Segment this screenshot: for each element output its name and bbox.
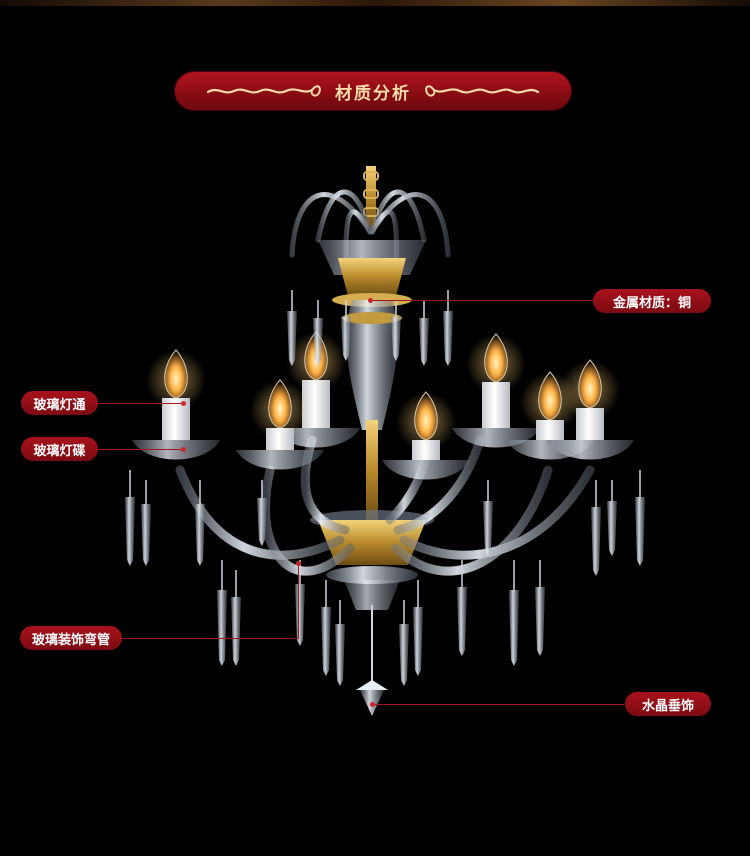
glass-tube <box>576 408 604 440</box>
crystal-pendant <box>635 497 645 566</box>
flame-bulb <box>164 349 188 399</box>
crystal-pendant <box>231 597 241 666</box>
crystal-pendant <box>509 590 519 666</box>
glass-dish-leader-line <box>98 449 184 450</box>
glass-tube <box>482 382 510 428</box>
crystal-drop-leader-dot <box>370 702 375 707</box>
crystal-pendant <box>257 498 267 546</box>
glass-dish <box>236 450 324 470</box>
glass-dish <box>546 440 634 460</box>
glass-arms <box>175 435 595 576</box>
metal-leader-dot <box>368 298 373 303</box>
top-decor-strip <box>0 0 750 6</box>
glass-tube-leader-line <box>98 403 184 404</box>
label-glass-tube: 玻璃灯通 <box>21 391 98 415</box>
crystal-pendant <box>195 504 205 566</box>
crystal-pendant <box>535 587 545 656</box>
crystal-pendant <box>287 311 297 366</box>
crystal-pendant <box>313 318 323 366</box>
flame-bulb <box>484 333 508 383</box>
crystal-pendant <box>125 497 135 566</box>
section-title-banner: 材质分析 <box>174 71 572 111</box>
glass-arm-leader-vertical <box>298 563 299 639</box>
crystal-pendant <box>141 504 151 566</box>
crystal-pendant <box>483 501 493 556</box>
crystal-pendant <box>335 624 345 686</box>
glass-tube <box>412 440 440 460</box>
flame-bulb <box>538 371 562 421</box>
flame-bulb <box>268 379 292 429</box>
glass-tube <box>536 420 564 440</box>
bottom-crystal-drop <box>356 605 388 716</box>
crystal-drop-leader-line <box>372 704 624 705</box>
glass-dish-leader-dot <box>181 447 186 452</box>
crystal-pendant <box>295 584 305 646</box>
crystal-pendant <box>341 316 351 361</box>
flame-bulb <box>414 391 438 441</box>
crystal-pendant <box>591 507 601 576</box>
crystal-pendant <box>607 501 617 556</box>
candle-group <box>132 331 634 480</box>
glass-tube-leader-dot <box>181 401 186 406</box>
crystal-pendant <box>217 590 227 666</box>
label-crystal-drop: 水晶垂饰 <box>625 692 711 716</box>
crystal-pendant <box>443 311 453 366</box>
crown-bowl <box>318 240 426 307</box>
crystal-pendant <box>419 318 429 366</box>
right-ornament-icon <box>425 85 540 97</box>
glass-dish <box>382 460 470 480</box>
crown-arches <box>289 189 451 268</box>
glass-arm-leader-line <box>122 638 298 639</box>
section-title: 材质分析 <box>335 83 411 104</box>
metal-leader-line <box>370 300 594 301</box>
label-metal-material: 金属材质：铜 <box>593 289 711 313</box>
label-glass-arm: 玻璃装饰弯管 <box>20 626 122 650</box>
left-ornament-icon <box>206 85 321 97</box>
crystal-pendant <box>391 316 401 361</box>
label-glass-dish: 玻璃灯碟 <box>21 437 98 461</box>
glass-tube <box>266 428 294 450</box>
crystal-pendant <box>399 624 409 686</box>
crystal-pendant <box>457 587 467 656</box>
central-stem <box>342 300 402 520</box>
crystal-pendants <box>125 290 645 686</box>
flame-bulb <box>578 359 602 409</box>
crystal-pendant <box>321 607 331 676</box>
crystal-pendant <box>413 607 423 676</box>
